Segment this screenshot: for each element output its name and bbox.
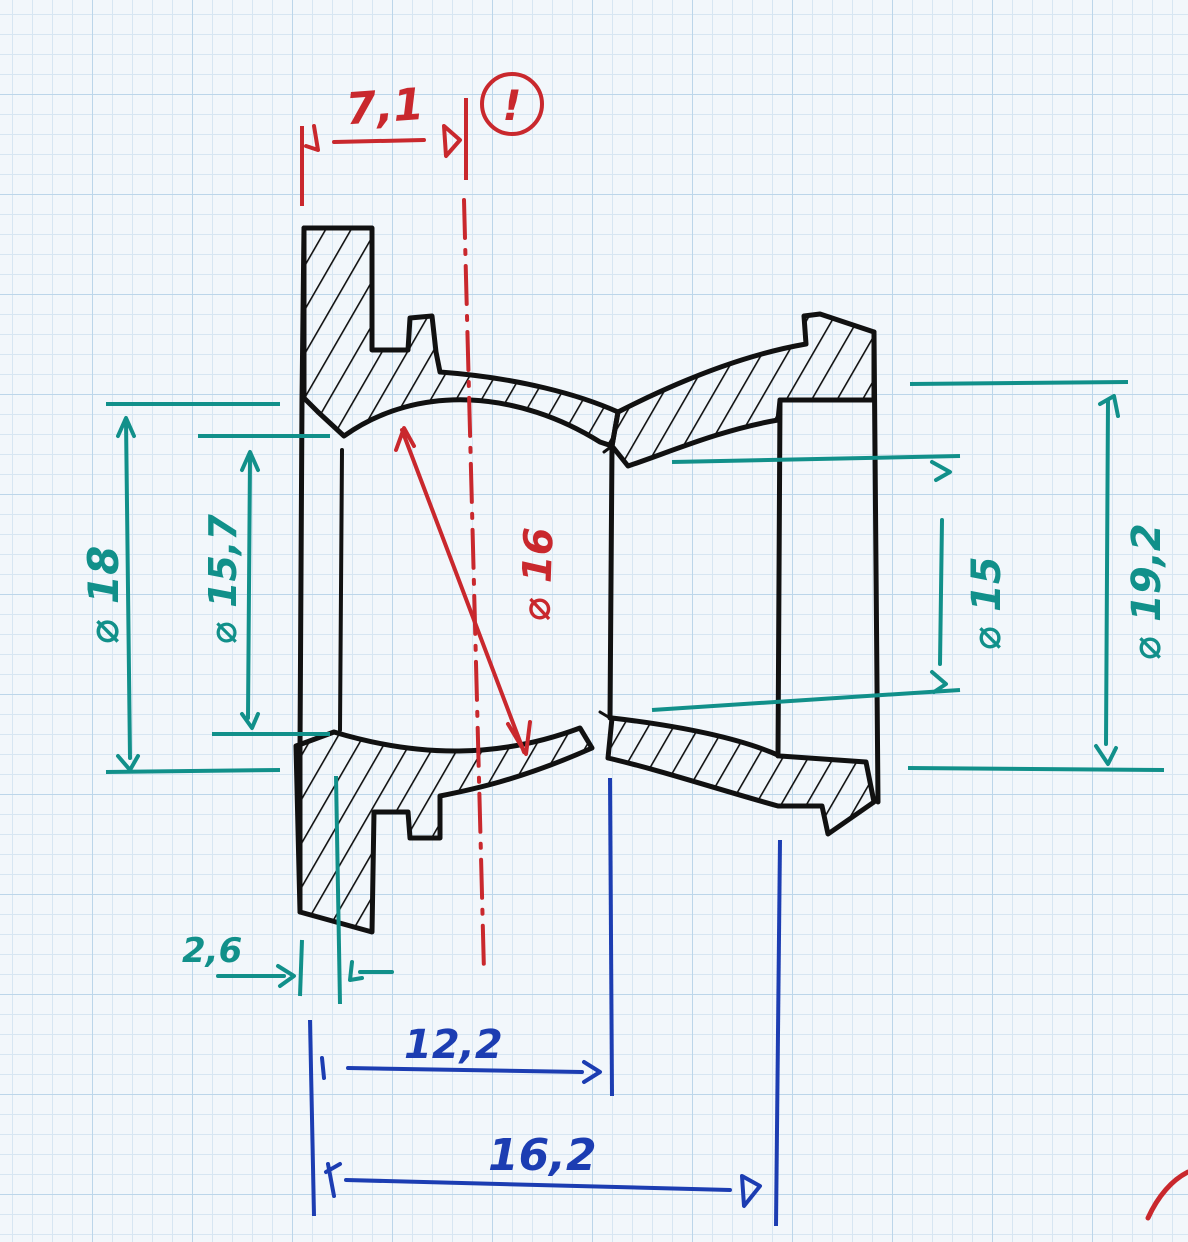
teal-ext-bottom-outer-right [907, 766, 1165, 772]
left-flange-edge [297, 225, 307, 915]
teal-annotations: ⌀ 18 ⌀ 15,7 ⌀ 15 ⌀ 19,2 2,6 [79, 380, 1170, 1005]
radius-label: ⌀ 16 [513, 527, 562, 622]
inner-bore-left [338, 448, 344, 732]
corner-mark [1145, 1169, 1188, 1221]
teal-ext-bottom-outer-left [105, 768, 281, 774]
dim-right-inner [930, 460, 952, 694]
dim-flange-thickness [216, 960, 394, 988]
warning-circle [480, 72, 544, 136]
dim-length-total [324, 1162, 762, 1208]
right-inner-diameter-label: ⌀ 15 [964, 556, 1010, 650]
red-dimension-line [304, 124, 462, 158]
teal-ext-thickness-left [298, 939, 304, 997]
top-wall-section [301, 225, 621, 449]
radius-arrow [394, 426, 532, 756]
length-inner-label: 12,2 [404, 1022, 503, 1068]
center-joint-line [607, 443, 615, 721]
length-total-label: 16,2 [488, 1130, 597, 1181]
teal-ext-thickness-right [334, 775, 342, 1005]
blue-ext-left [308, 1019, 316, 1217]
blue-ext-right [774, 839, 782, 1227]
teal-ext-top-inner-right [671, 454, 961, 464]
blue-ext-middle [608, 777, 614, 1097]
warning-symbol: ! [502, 81, 521, 130]
part-section [293, 225, 881, 935]
teal-ext-top-outer-right [909, 380, 1129, 386]
flange-thickness-label: 2,6 [182, 931, 242, 971]
center-axis-line [462, 198, 486, 974]
top-right-wall-section [609, 311, 877, 469]
teal-ext-bottom-inner-right [651, 688, 961, 712]
red-annotations: 7,1 ! ⌀ 16 [300, 72, 1188, 1221]
right-flange-edge [871, 329, 881, 805]
dim-right-outer [1094, 394, 1120, 766]
dim-left-outer [116, 416, 140, 772]
inner-groove-line [598, 444, 614, 720]
blue-annotations: 12,2 16,2 [308, 777, 782, 1227]
bottom-right-wall-section [605, 715, 877, 837]
left-outer-diameter-label: ⌀ 18 [79, 546, 128, 644]
dim-length-inner [320, 1056, 602, 1084]
red-dimension-top: 7,1 [344, 79, 425, 135]
bottom-wall-section [293, 725, 595, 935]
dim-left-inner [240, 450, 260, 730]
left-inner-diameter-label: ⌀ 15,7 [201, 514, 245, 644]
right-outer-diameter-label: ⌀ 19,2 [1124, 523, 1170, 660]
